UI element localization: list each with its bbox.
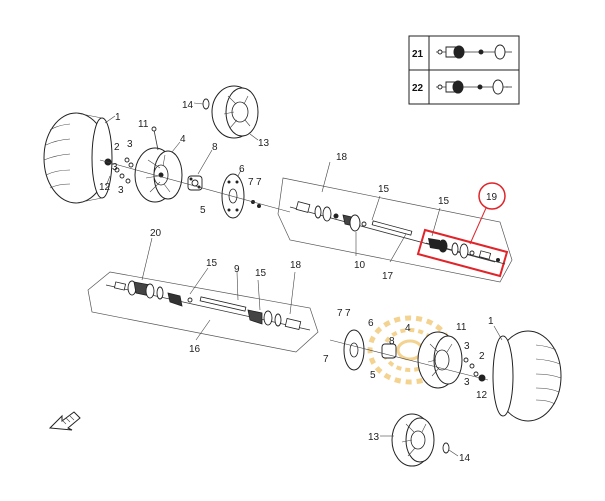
callout-4-right: 4	[405, 323, 411, 334]
callout-7-right-c: 7	[323, 354, 329, 365]
callout-5-left: 5	[200, 205, 206, 216]
callout-4-left: 4	[180, 134, 186, 145]
callout-1-right: 1	[488, 316, 494, 327]
callout-12-left: 12	[99, 182, 111, 193]
left-wheel-rim	[134, 147, 183, 203]
callout-7-left-a: 7	[248, 177, 254, 188]
callout-10: 10	[354, 260, 366, 271]
legend-box: 21 22	[408, 35, 520, 105]
callout-2-right: 2	[479, 351, 485, 362]
callout-3-left-b: 3	[112, 162, 118, 173]
callout-15-upper-b: 15	[438, 196, 450, 207]
callout-6-left: 6	[239, 164, 245, 175]
bottom-wheel-rim	[391, 413, 435, 467]
callout-3-right-a: 3	[464, 341, 470, 352]
front-direction-arrow-icon	[48, 411, 81, 431]
callout-17: 17	[382, 271, 394, 282]
callout-9: 9	[234, 264, 240, 275]
callout-8-right: 8	[389, 336, 395, 347]
top-wheel-rim	[211, 85, 259, 139]
right-wheel-rim	[417, 331, 463, 389]
callout-12-right: 12	[476, 390, 488, 401]
callout-3-right-b: 3	[464, 377, 470, 388]
callout-2-left: 2	[114, 142, 120, 153]
callout-20: 20	[150, 228, 162, 239]
callout-7-right-a: 7	[337, 308, 343, 319]
legend-row2-driveshaft-icon	[436, 79, 512, 95]
callout-8-left: 8	[212, 142, 218, 153]
callout-3-left-c: 3	[118, 185, 124, 196]
callout-18-lower: 18	[290, 260, 302, 271]
callout-11-right: 11	[456, 322, 467, 333]
upper-driveshaft-box	[277, 177, 513, 283]
right-tire	[492, 330, 562, 422]
callout-19: 19	[486, 192, 498, 203]
left-tire	[43, 112, 113, 204]
callout-5-right: 5	[370, 370, 376, 381]
callout-6-right: 6	[368, 318, 374, 329]
callout-1-left: 1	[115, 112, 121, 123]
callout-15-upper-a: 15	[378, 184, 390, 195]
callout-13-top: 13	[258, 138, 270, 149]
callout-16: 16	[189, 344, 201, 355]
legend-row2-number: 22	[412, 83, 424, 94]
lower-driveshaft-box	[87, 271, 319, 353]
legend-row1-number: 21	[412, 49, 424, 60]
callout-15-lower-b: 15	[255, 268, 267, 279]
callout-7-left-b: 7	[256, 177, 262, 188]
callout-14-top: 14	[182, 100, 194, 111]
callout-15-lower-a: 15	[206, 258, 218, 269]
legend-row1-driveshaft-icon	[436, 44, 512, 60]
callout-3-left-a: 3	[127, 139, 133, 150]
callout-11-left: 11	[138, 119, 149, 130]
callout-14-bottom: 14	[459, 453, 471, 464]
callout-18-upper: 18	[336, 152, 348, 163]
callout-7-right-b: 7	[345, 308, 351, 319]
right-hub	[381, 343, 397, 359]
callout-13-bottom: 13	[368, 432, 380, 443]
left-brake-disc	[221, 173, 245, 219]
right-brake-disc	[343, 329, 365, 371]
highlighted-driveshaft-19[interactable]	[416, 228, 509, 278]
callout-19-leader	[469, 207, 487, 245]
callout-19-circle	[478, 182, 506, 210]
left-hub	[187, 175, 203, 191]
